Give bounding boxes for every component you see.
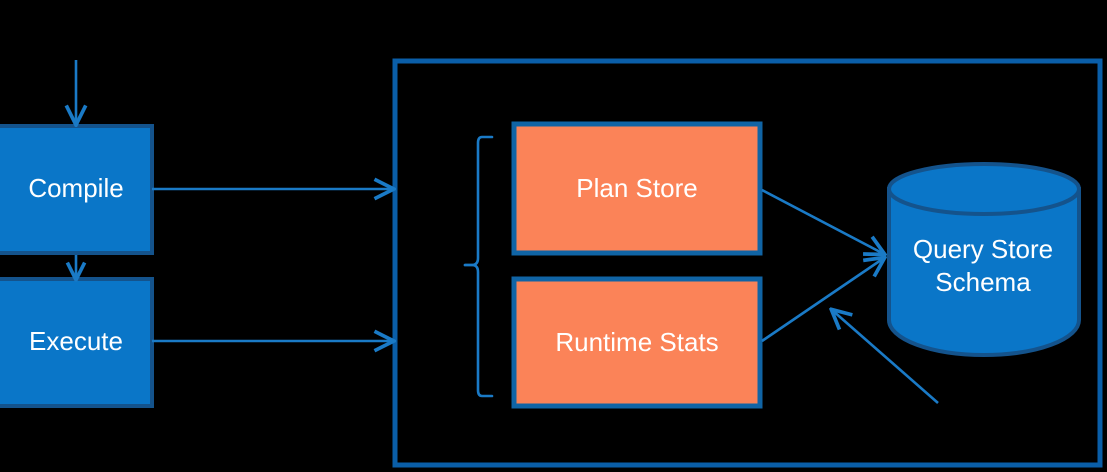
plan-store-box[interactable] <box>511 121 763 256</box>
edge-external-to-schema <box>832 310 939 404</box>
execute-box[interactable] <box>0 277 154 408</box>
store-group-bracket <box>463 135 494 398</box>
edge-plan-store-to-schema <box>761 188 884 254</box>
compile-box[interactable] <box>0 124 154 255</box>
query-store-schema-cylinder[interactable] <box>887 162 1081 357</box>
runtime-stats-box[interactable] <box>511 276 763 409</box>
query-store-container <box>392 58 1103 468</box>
edge-runtime-stats-to-schema <box>761 258 884 343</box>
